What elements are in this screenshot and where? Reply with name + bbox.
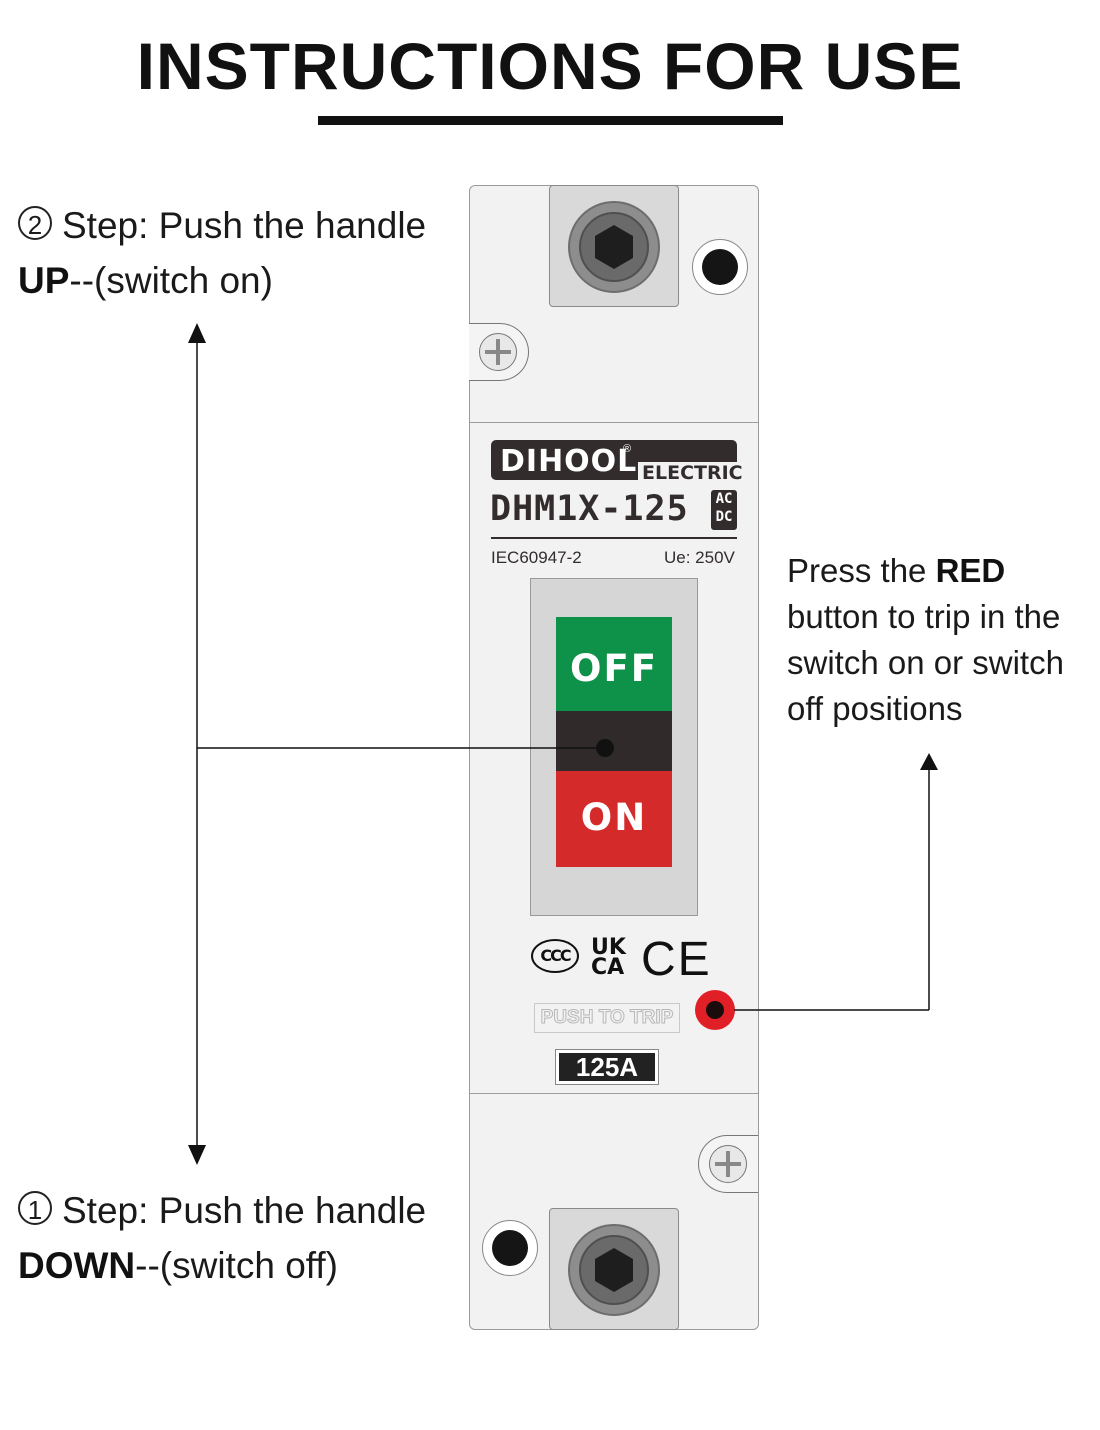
dc-label: DC [715, 509, 733, 525]
trip-button[interactable] [695, 990, 735, 1030]
handle-grip[interactable] [556, 711, 672, 771]
ce-mark-icon: CE [641, 933, 712, 986]
title-underline [318, 116, 783, 125]
brand-subtitle: ELECTRIC [638, 462, 743, 490]
brand-name: DIHOOL [500, 444, 638, 479]
step-down-number: 1 [18, 1191, 52, 1225]
arrow-up-icon [188, 323, 206, 343]
trip-note-keyword: RED [935, 552, 1006, 589]
step-down-suffix: --(switch off) [135, 1245, 338, 1286]
ccc-mark-icon: CCC [531, 939, 579, 973]
step-up-suffix: --(switch on) [69, 260, 273, 301]
trip-note-prefix: Press the [787, 552, 936, 589]
bottom-divider [470, 1093, 758, 1094]
ukca-top: UK [591, 935, 626, 960]
voltage-label: Ue: 250V [664, 548, 735, 567]
bottom-screw-tab [698, 1135, 758, 1193]
arrow-up-icon [920, 753, 938, 770]
trip-note-line3: switch on or switch [787, 644, 1064, 681]
step-up-keyword: UP [18, 260, 70, 301]
arrow-down-icon [188, 1145, 206, 1165]
rating-badge: 125A [555, 1049, 659, 1085]
top-terminal [549, 185, 679, 307]
handle-off-label: OFF [556, 617, 672, 711]
screw-icon [709, 1145, 747, 1183]
step-down-text: Step: Push the handle [62, 1190, 427, 1231]
ukca-mark-icon: UK CA [591, 935, 626, 980]
hex-bolt-icon [568, 1224, 660, 1316]
ukca-bottom: CA [591, 955, 625, 980]
ac-dc-badge: AC DC [711, 490, 737, 530]
standard-label: IEC60947-2 [491, 548, 582, 567]
rating-label: 125A [559, 1053, 655, 1081]
page-title: INSTRUCTIONS FOR USE [136, 29, 964, 103]
trip-note-line4: off positions [787, 690, 963, 727]
handle-on-label: ON [556, 771, 672, 867]
circuit-breaker: DIHOOL ® ELECTRIC DHM1X-125 AC DC IEC609… [469, 185, 759, 1330]
step-down-keyword: DOWN [18, 1245, 136, 1286]
hex-bolt-icon [568, 201, 660, 293]
top-mounting-hole [692, 239, 748, 295]
handle-point-marker [596, 739, 614, 757]
step-up-instruction: 2 Step: Push the handle UP--(switch on) [18, 198, 426, 308]
bottom-terminal [549, 1208, 679, 1330]
push-to-trip-label: PUSH TO TRIP [534, 1003, 680, 1033]
trip-note-line2: button to trip in the [787, 598, 1061, 635]
ac-label: AC [715, 491, 733, 507]
model-number: DHM1X-125 [490, 489, 689, 529]
spec-rule [491, 537, 737, 539]
switch-handle[interactable]: OFF ON [556, 617, 672, 867]
top-screw-tab [469, 323, 529, 381]
step-up-number: 2 [18, 206, 52, 240]
bottom-mounting-hole [482, 1220, 538, 1276]
trip-instruction: Press the RED button to trip in the swit… [787, 548, 1064, 732]
step-up-text: Step: Push the handle [62, 205, 427, 246]
registered-mark: ® [623, 443, 632, 455]
screw-icon [479, 333, 517, 371]
step-down-instruction: 1 Step: Push the handle DOWN--(switch off… [18, 1183, 426, 1293]
top-divider [470, 422, 758, 423]
